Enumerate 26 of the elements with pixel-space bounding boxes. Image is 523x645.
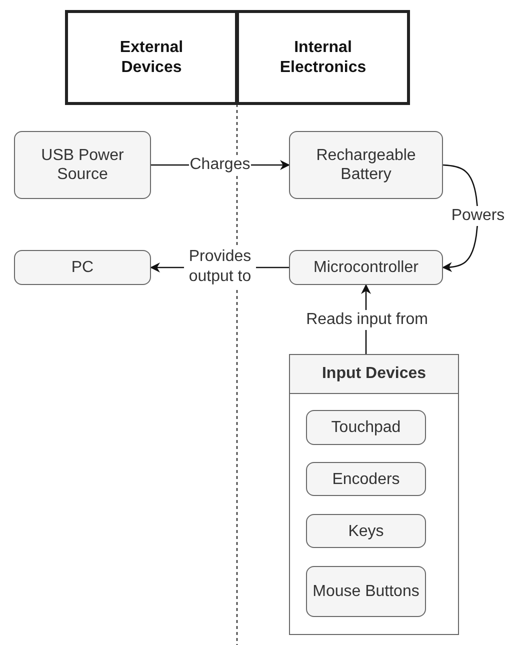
group-title: Input Devices (322, 364, 426, 384)
process-box (289, 250, 443, 285)
process-box (306, 566, 426, 617)
edge-label: Reads input from (305, 310, 429, 330)
process-box (306, 410, 426, 445)
node-label: PC (71, 258, 94, 277)
group-container (289, 354, 459, 635)
node-label: USB Power Source (40, 146, 125, 184)
process-box (14, 131, 151, 199)
edge-label: Powers (450, 206, 506, 226)
node-label: Mouse Buttons (312, 582, 420, 601)
node-label: Keys (348, 522, 384, 540)
process-box (306, 462, 426, 496)
node-label: Internal Electronics (278, 38, 368, 78)
process-box (14, 250, 151, 285)
process-box (306, 514, 426, 548)
node-label: Touchpad (331, 418, 401, 437)
edge-label: Provides output to (184, 247, 256, 287)
node-label: External Devices (118, 38, 184, 78)
node-label: Rechargeable Battery (315, 146, 417, 184)
node-label: Microcontroller (314, 258, 418, 277)
column-header (236, 10, 410, 105)
column-header (65, 10, 238, 105)
process-box (289, 131, 443, 199)
node-label: Encoders (332, 470, 400, 488)
edge-label: Charges (188, 155, 252, 175)
